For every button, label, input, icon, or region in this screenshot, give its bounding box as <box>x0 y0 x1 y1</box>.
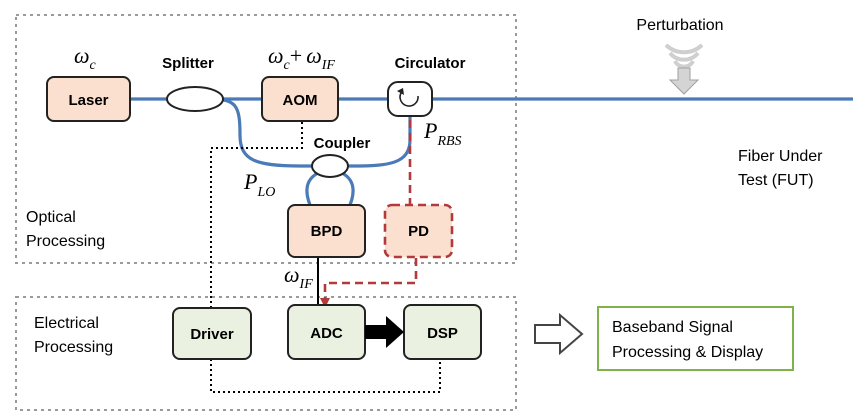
p-lo-symbol: P <box>243 169 257 194</box>
output-hollow-arrow-icon <box>534 312 584 356</box>
perturbation-wave-icon <box>664 43 704 69</box>
plus-sign: + <box>290 43 302 68</box>
driver-dsp-loop-line <box>210 359 441 393</box>
driver-to-aom-control-line <box>210 121 303 308</box>
coupler-label: Coupler <box>314 135 371 152</box>
omega-c-subscript: c <box>90 58 97 73</box>
driver-box <box>172 307 252 360</box>
p-rbs-symbol: P <box>423 118 437 143</box>
omega-if2-symbol: ω <box>284 262 300 287</box>
omega-if-symbol: ω <box>306 43 322 68</box>
electrical-region-label-line2: Processing <box>34 339 113 356</box>
driver-label: Driver <box>190 326 234 343</box>
fiber-coupler-to-bpd-right <box>341 171 355 206</box>
pd-to-adc-path <box>320 258 418 308</box>
output-label-line2: Processing & Display <box>612 344 763 361</box>
pd-label: PD <box>408 223 429 240</box>
fiber-lo-branch <box>209 97 312 168</box>
laser-box <box>46 76 131 122</box>
adc-to-dsp-arrow-icon <box>365 316 404 348</box>
aom-label: AOM <box>283 92 318 109</box>
circulator-label: Circulator <box>395 55 466 72</box>
circulator-symbol <box>387 81 433 117</box>
optical-region-label-line1: Optical <box>26 209 76 226</box>
omega-c2-symbol: ω <box>268 43 284 68</box>
electrical-processing-region <box>15 296 517 411</box>
bpd-label: BPD <box>311 223 343 240</box>
fiber-coupler-to-bpd-left <box>305 171 319 206</box>
omega-if-subscript: IF <box>321 58 336 73</box>
aom-box <box>261 76 339 122</box>
omega-c2-subscript: c <box>284 58 291 73</box>
dsp-label: DSP <box>427 325 458 342</box>
omega-c-symbol: ω <box>74 43 90 68</box>
circulator-arrow-icon <box>399 92 419 107</box>
output-label-line1: Baseband Signal <box>612 319 733 336</box>
p-rbs-subscript: RBS <box>436 134 461 149</box>
p-lo-label: PLO <box>243 169 275 200</box>
omega-if2-subscript: IF <box>299 277 314 292</box>
splitter-symbol <box>166 86 224 112</box>
optical-region-label-line2: Processing <box>26 233 105 250</box>
electrical-region-label-line1: Electrical <box>34 315 99 332</box>
omega-c-plus-omega-if-label: ωc+ωIF <box>268 43 335 73</box>
splitter-label: Splitter <box>162 55 214 72</box>
output-box <box>597 306 794 371</box>
adc-label: ADC <box>310 325 343 342</box>
coupler-symbol <box>311 154 349 178</box>
optical-processing-region <box>15 14 517 264</box>
perturbation-label: Perturbation <box>636 17 723 34</box>
perturbation-arrow-icon <box>668 67 700 95</box>
p-lo-subscript: LO <box>256 185 275 200</box>
p-rbs-label: PRBS <box>423 118 462 149</box>
fiber-rbs-to-coupler <box>348 111 412 168</box>
laser-label: Laser <box>68 92 108 109</box>
circulator-arrowhead-icon <box>397 88 404 95</box>
fut-label-line2: Test (FUT) <box>738 172 814 189</box>
bpd-box <box>287 204 366 258</box>
pd-box <box>383 203 454 259</box>
fut-label-line1: Fiber Under <box>738 148 823 165</box>
omega-if-bpd-label: ωIF <box>284 262 313 292</box>
omega-c-label: ωc <box>74 43 97 73</box>
